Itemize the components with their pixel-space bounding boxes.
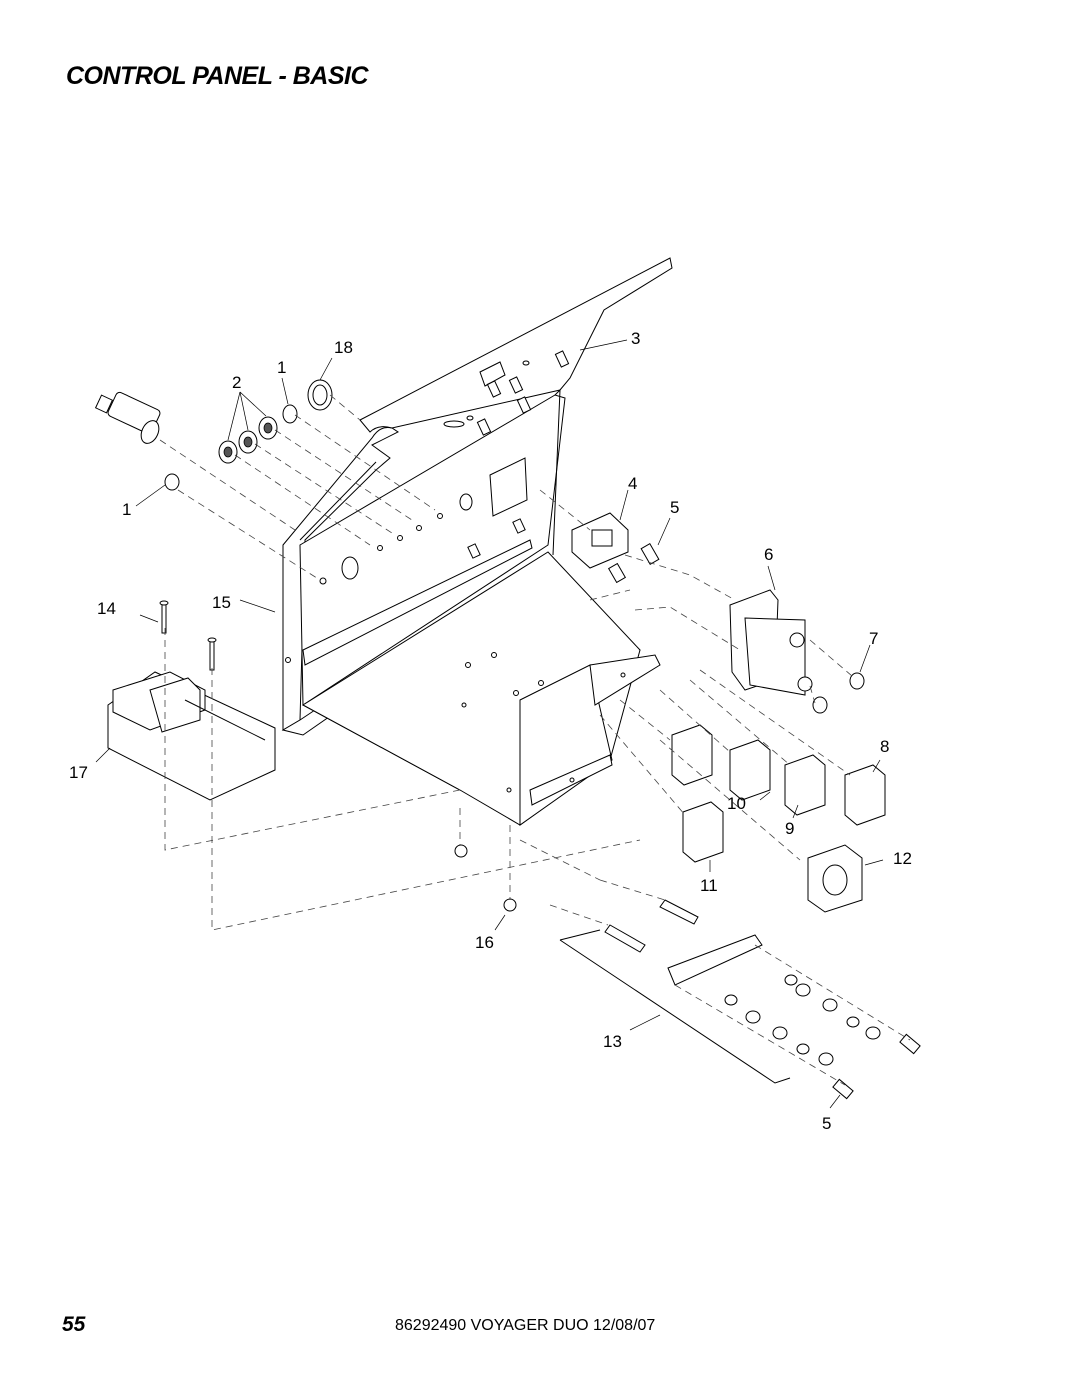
callout-12: 12 bbox=[893, 849, 912, 868]
callout-15: 15 bbox=[212, 593, 231, 612]
callout-5-lower: 5 bbox=[822, 1114, 832, 1133]
leader-lines bbox=[95, 339, 884, 1109]
nuts-16 bbox=[454, 844, 517, 912]
circuit-breakers bbox=[671, 724, 886, 863]
callout-1-left: 1 bbox=[122, 500, 132, 519]
callout-11: 11 bbox=[700, 876, 718, 895]
page-title: CONTROL PANEL - BASIC bbox=[66, 62, 369, 90]
contactor-6 bbox=[729, 589, 865, 714]
callout-10: 10 bbox=[727, 794, 746, 813]
callout-17: 17 bbox=[69, 763, 88, 782]
callout-8: 8 bbox=[880, 737, 890, 756]
module-12 bbox=[807, 844, 863, 913]
callout-5-upper: 5 bbox=[670, 498, 680, 517]
callout-2: 2 bbox=[232, 373, 242, 392]
terminal-strip-13 bbox=[559, 899, 921, 1100]
controller-17 bbox=[107, 600, 276, 801]
callout-6: 6 bbox=[764, 545, 774, 564]
page-number: 55 bbox=[62, 1313, 86, 1336]
indicator-lamps bbox=[164, 379, 333, 491]
callout-13: 13 bbox=[603, 1032, 622, 1051]
relay-4 bbox=[571, 512, 660, 584]
callout-7: 7 bbox=[869, 629, 879, 648]
callout-4: 4 bbox=[628, 474, 638, 493]
callout-3: 3 bbox=[631, 329, 641, 348]
callout-14: 14 bbox=[97, 599, 116, 618]
callout-1-top: 1 bbox=[277, 358, 287, 377]
base-tray bbox=[302, 457, 661, 826]
key-switch bbox=[94, 391, 161, 444]
document-reference: 86292490 VOYAGER DUO 12/08/07 bbox=[395, 1317, 656, 1334]
callout-18: 18 bbox=[334, 338, 353, 357]
assembly-lines bbox=[159, 394, 911, 1086]
callout-16: 16 bbox=[475, 933, 494, 952]
callout-9: 9 bbox=[785, 819, 795, 838]
